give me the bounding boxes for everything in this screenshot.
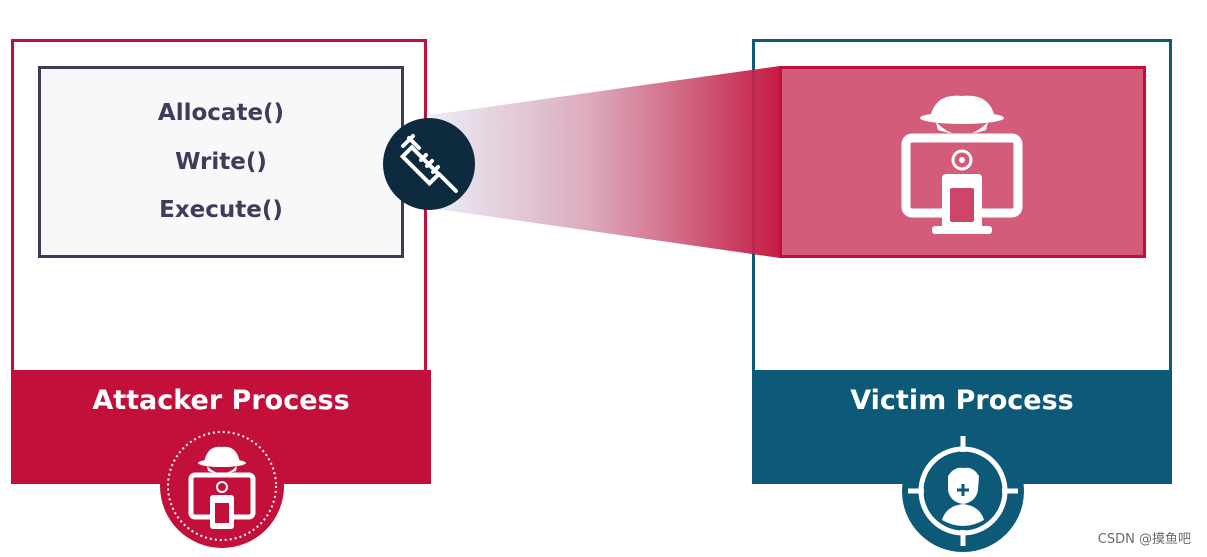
attacker-process-label: Attacker Process <box>92 385 350 416</box>
victim-process-label: Victim Process <box>850 385 1074 416</box>
execute-call: Execute() <box>159 197 283 223</box>
target-person-icon <box>908 436 1018 546</box>
syringe-icon <box>383 118 475 210</box>
watermark: CSDN @摸鱼吧 <box>1097 532 1191 547</box>
hacker-computer-icon <box>901 95 1023 234</box>
victim-badge <box>902 430 1024 552</box>
allocate-call: Allocate() <box>157 100 285 126</box>
attacker-badge <box>160 424 284 548</box>
hacker-computer-icon <box>188 446 256 529</box>
write-call: Write() <box>175 149 267 175</box>
